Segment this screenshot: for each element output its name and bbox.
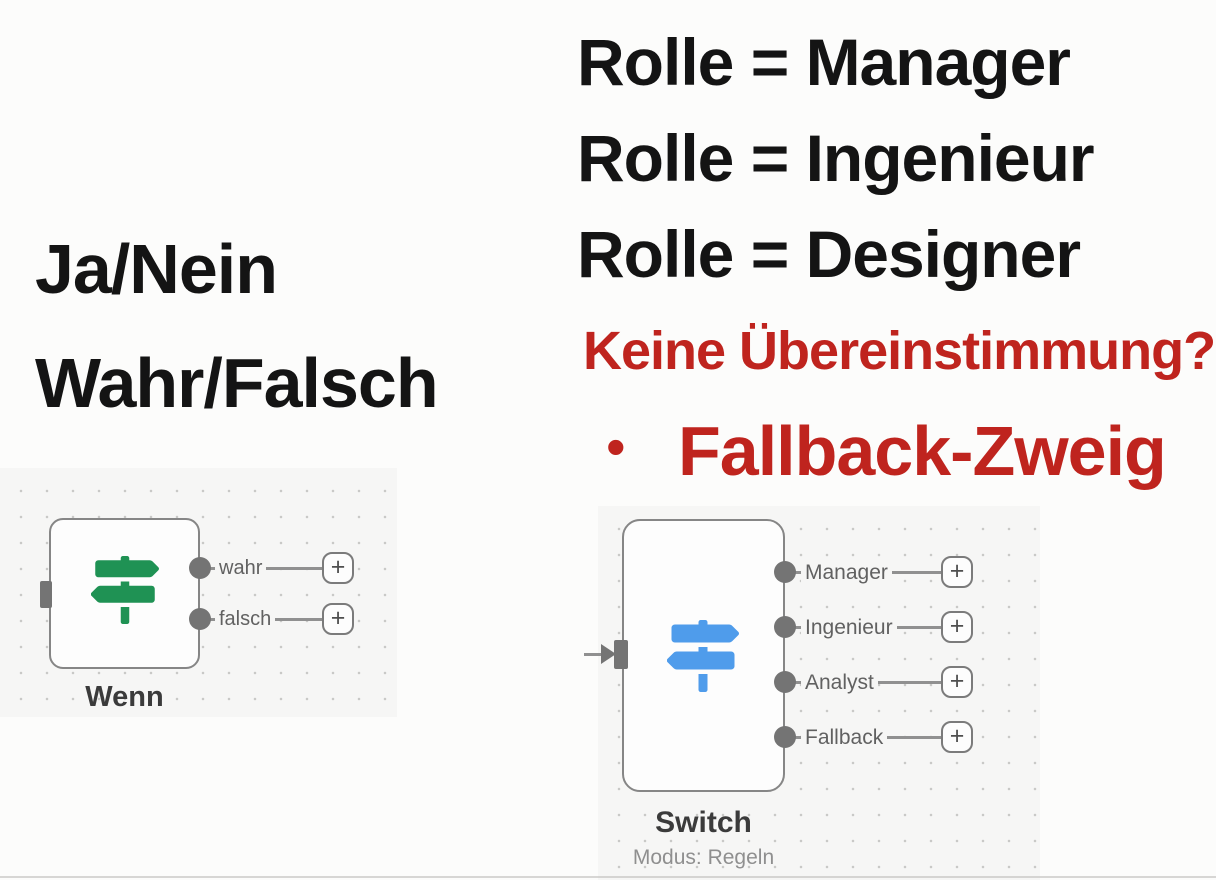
node-sublabel-switch: Modus: Regeln (632, 846, 775, 869)
add-node-button[interactable]: + (941, 666, 973, 698)
node-label-wenn: Wenn (85, 681, 164, 713)
fallback-answer: Fallback-Zweig (678, 412, 1167, 490)
heading-wahr-falsch: Wahr/Falsch (35, 344, 439, 422)
output-port-falsch[interactable] (189, 608, 211, 630)
add-node-button[interactable]: + (941, 721, 973, 753)
output-label-analyst: Analyst (801, 671, 878, 694)
signpost-icon (91, 556, 159, 624)
input-arrow-icon (601, 644, 616, 664)
output-port-manager[interactable] (774, 561, 796, 583)
output-port-ingenieur[interactable] (774, 616, 796, 638)
bottom-border-line (0, 876, 1216, 878)
heading-rolle-designer: Rolle = Designer (577, 217, 1081, 291)
output-label-wahr: wahr (215, 557, 267, 580)
output-label-ingenieur: Ingenieur (801, 616, 897, 639)
heading-rolle-list: Rolle = Manager Rolle = Ingenieur Rolle … (577, 14, 1095, 302)
heading-ja-nein: Ja/Nein (35, 230, 278, 308)
output-port-fallback[interactable] (774, 726, 796, 748)
output-label-manager: Manager (801, 561, 892, 584)
heading-rolle-ingenieur: Rolle = Ingenieur (577, 121, 1095, 195)
add-node-button[interactable]: + (322, 603, 354, 635)
output-port-wahr[interactable] (189, 557, 211, 579)
add-node-button[interactable]: + (322, 552, 354, 584)
wenn-input-handle[interactable] (40, 581, 52, 608)
output-label-falsch: falsch (215, 608, 276, 631)
heading-rolle-manager: Rolle = Manager (577, 25, 1071, 99)
no-match-question: Keine Übereinstimmung? (583, 321, 1216, 381)
node-label-switch: Switch (655, 806, 752, 839)
output-label-fallback: Fallback (801, 726, 888, 749)
fallback-bullet: • (606, 415, 626, 478)
signpost-icon-path (91, 556, 159, 624)
output-port-analyst[interactable] (774, 671, 796, 693)
signpost-icon (667, 620, 739, 692)
connector-line (584, 653, 606, 656)
signpost-icon-path (667, 620, 739, 692)
add-node-button[interactable]: + (941, 556, 973, 588)
switch-input-handle[interactable] (614, 640, 628, 669)
add-node-button[interactable]: + (941, 611, 973, 643)
